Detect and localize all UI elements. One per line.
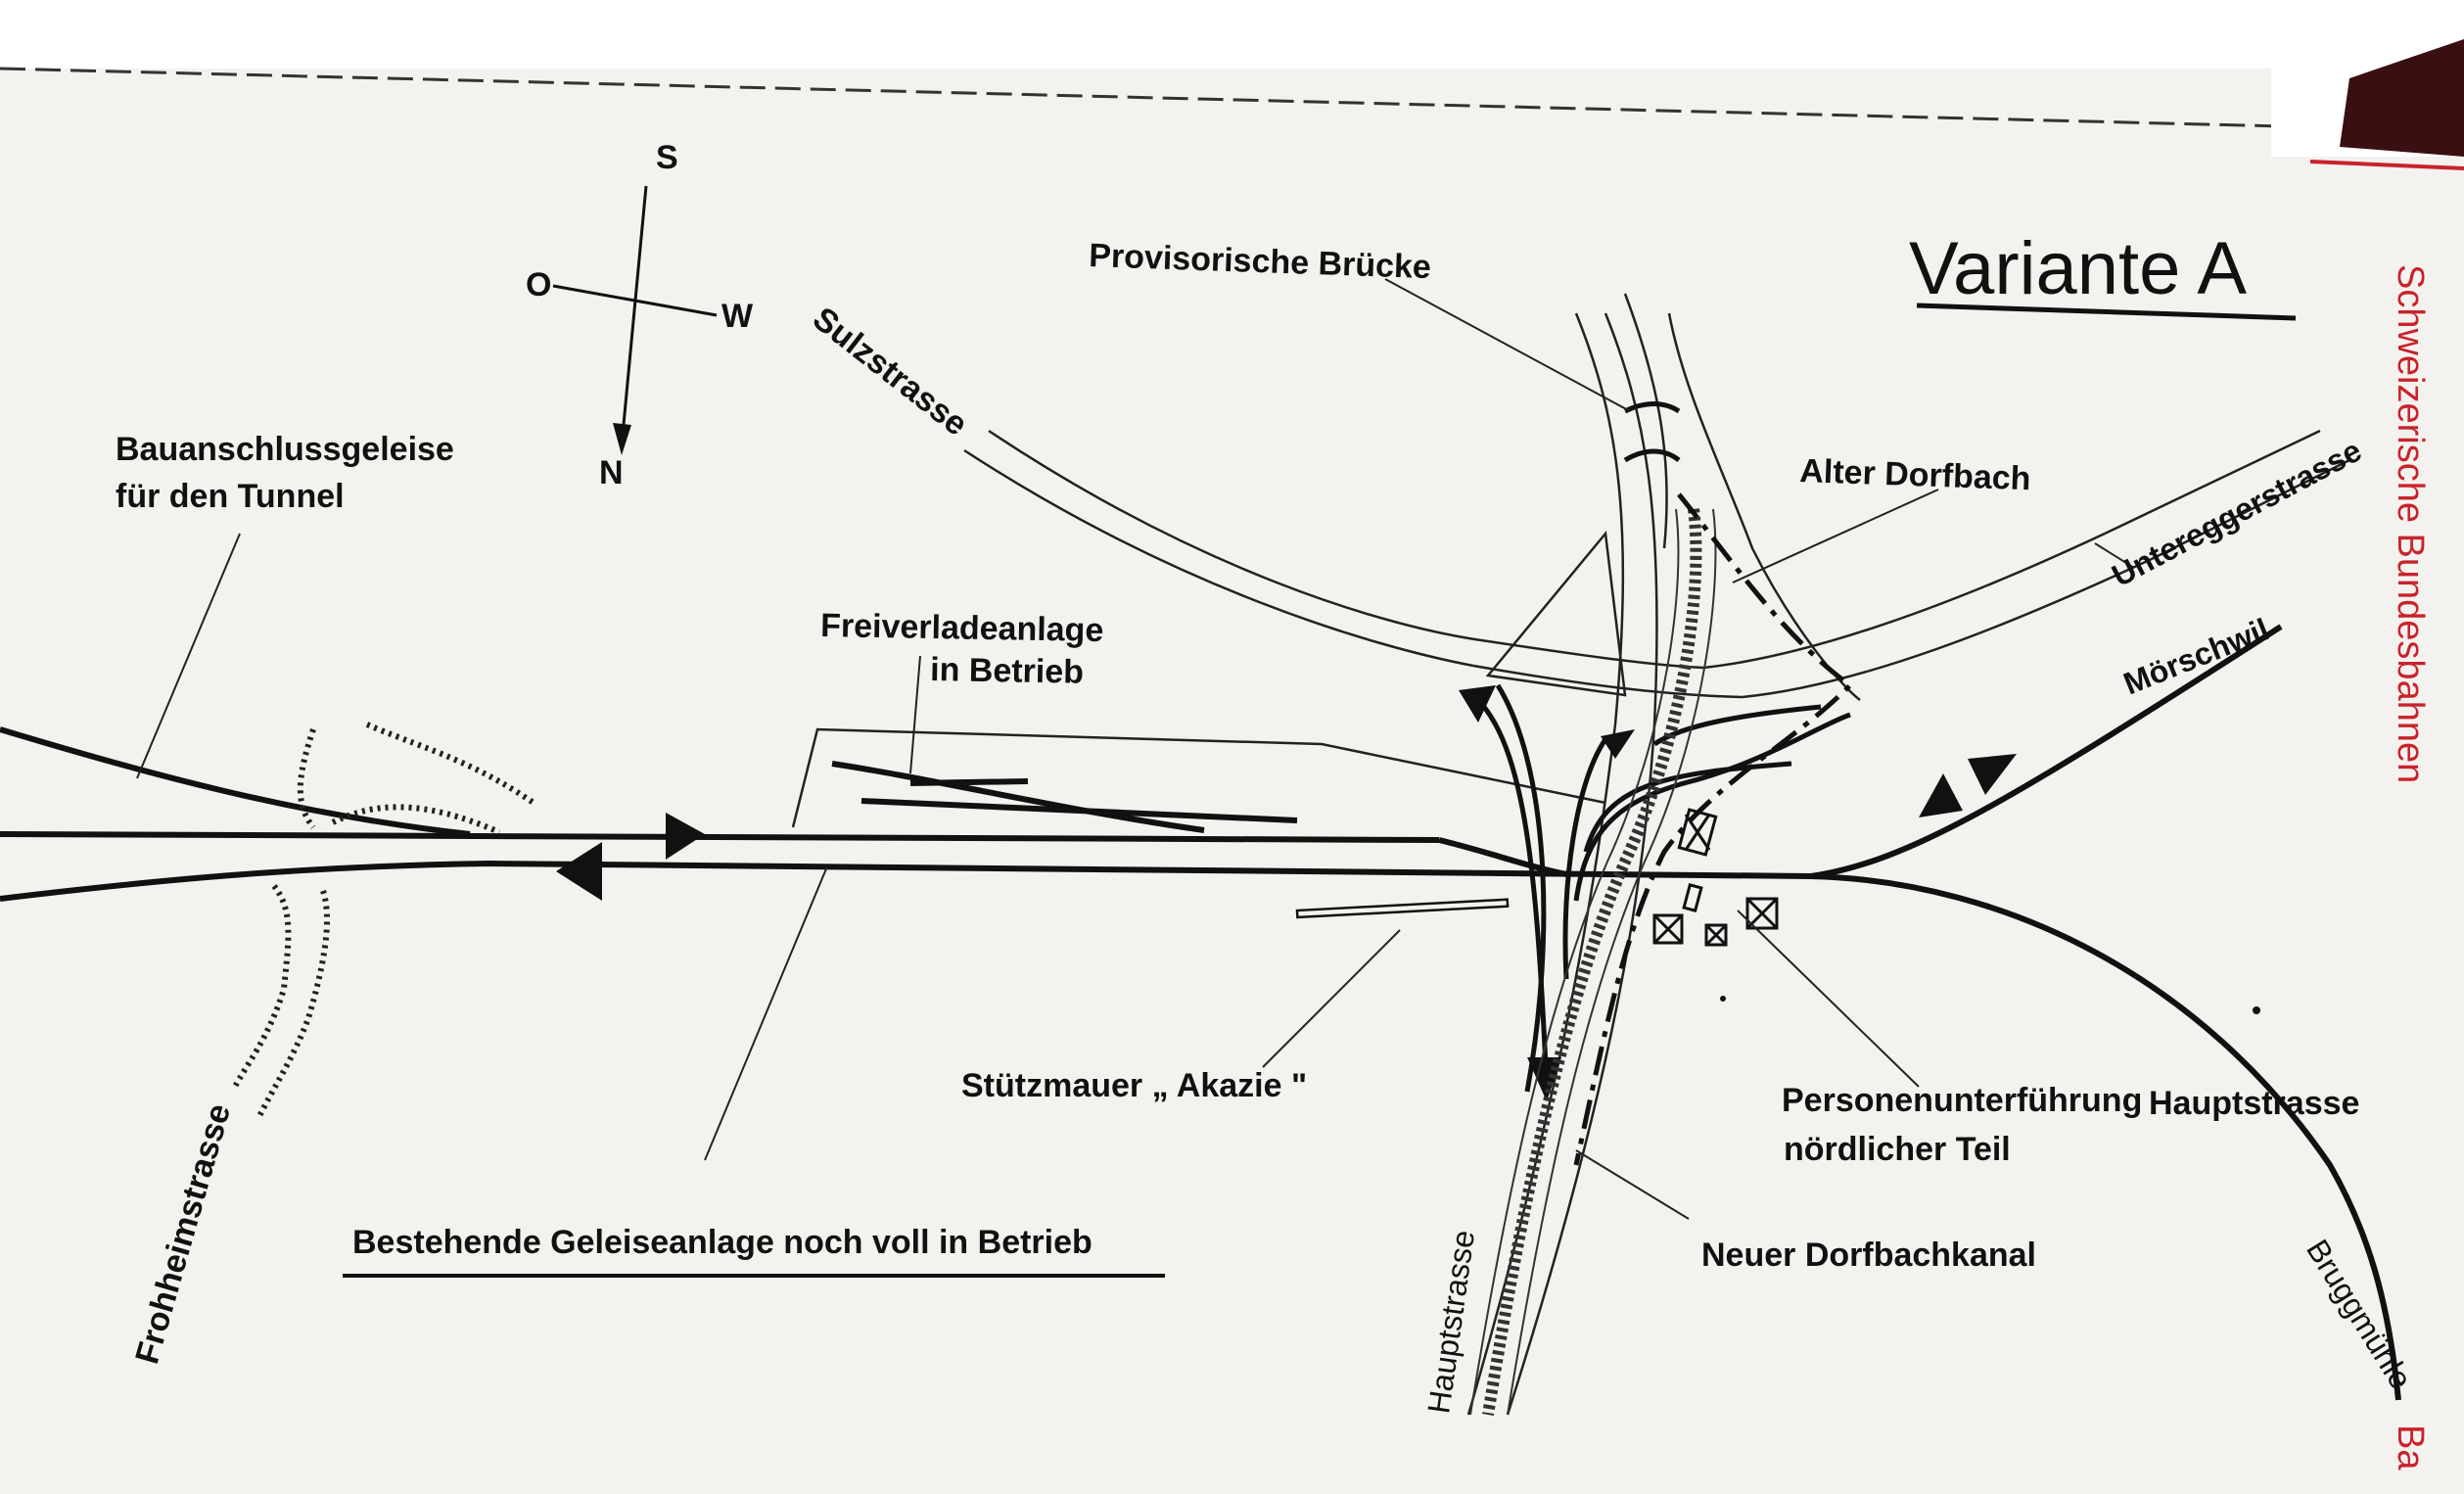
label-alter-dorfbach: Alter Dorfbach <box>1799 452 2031 497</box>
label-hauptstrasse-right: Hauptstrasse <box>2149 1085 2359 1122</box>
bridge-arc-2 <box>1623 448 1681 463</box>
leader-lines <box>136 278 2135 1220</box>
main-tracks <box>0 624 2401 1401</box>
compass-north: N <box>599 454 624 491</box>
track-bauanschluss <box>0 726 471 837</box>
label-sulzstrasse: Sulzstrasse <box>806 300 974 443</box>
track-bruggmuehle <box>1810 873 2401 1401</box>
label-bauanschluss-1: Bauanschlussgeleise <box>116 431 454 468</box>
diagram-title: Variante A <box>1909 227 2247 310</box>
bridge-arc-1 <box>1623 401 1681 414</box>
track-siding-2 <box>860 798 1298 823</box>
track-upper <box>0 831 1440 843</box>
arrow-moerschwil-1-icon <box>1919 773 1963 817</box>
label-stuetzmauer: Stützmauer „ Akazie " <box>961 1067 1307 1104</box>
paper-shadow <box>0 0 2464 69</box>
arrow-right-icon <box>666 813 705 860</box>
compass-ns-line <box>620 185 648 446</box>
sidebar-publisher: Schweizerische Bundesbahnen <box>2390 264 2431 783</box>
label-provisorische-bruecke: Provisorische Brücke <box>1089 237 1432 286</box>
label-moerschwil: Mörschwil <box>2118 611 2274 701</box>
road-island <box>1485 530 1627 697</box>
dorfbachkanal <box>1469 508 1717 1416</box>
diversion-tracks <box>1471 683 1851 1093</box>
track-upper-merge <box>1438 837 1567 877</box>
underpass-boxes <box>1652 808 1779 947</box>
label-personen-2: nördlicher Teil <box>1784 1131 2011 1168</box>
track-lower <box>0 860 1812 902</box>
label-freiverlade-2: in Betrieb <box>930 651 1084 691</box>
compass-west: W <box>721 298 754 335</box>
alter-dorfbach-line <box>1573 492 1854 1166</box>
track-siding-3 <box>909 778 1029 786</box>
freiverladeanlage-outline <box>791 727 1606 828</box>
title-underline <box>1916 303 2297 321</box>
compass-south: S <box>656 139 678 176</box>
track-moerschwil <box>1810 624 2283 879</box>
top-dashed-border <box>0 67 2321 129</box>
label-neuer-dorfbachkanal: Neuer Dorfbachkanal <box>1701 1237 2036 1274</box>
arrow-east-icon <box>1601 729 1635 759</box>
label-freiverlade-1: Freiverladeanlage <box>820 607 1104 649</box>
red-margin-line <box>2309 160 2464 170</box>
dark-corner <box>2340 39 2464 157</box>
label-bestehende: Bestehende Geleiseanlage noch voll in Be… <box>352 1224 1093 1261</box>
compass: S N O W <box>526 139 754 491</box>
map-dot <box>1720 996 1726 1002</box>
north-arrow-icon <box>613 423 631 455</box>
arrow-left-icon <box>556 842 602 901</box>
label-bauanschluss-2: für den Tunnel <box>116 478 345 515</box>
sidebar-publisher-2: Ba <box>2390 1424 2431 1471</box>
compass-east: O <box>526 266 551 303</box>
compass-ew-line <box>552 284 718 317</box>
label-bruggmuehle: Bruggmühle <box>2300 1234 2419 1395</box>
embankment-hatching <box>232 722 535 1118</box>
arrow-moerschwil-2-icon <box>1968 754 2017 795</box>
track-siding-1 <box>831 761 1205 833</box>
stuetzmauer-wall <box>1295 898 1510 919</box>
map-dot <box>2253 1006 2260 1014</box>
label-personen-1: Personenunterführung <box>1782 1082 2142 1119</box>
arrow-up-icon <box>1459 685 1496 723</box>
label-hauptstrasse-vertical: Hauptstrasse <box>1420 1228 1481 1416</box>
label-frohheimstrasse: Frohheimstrasse <box>128 1099 238 1368</box>
